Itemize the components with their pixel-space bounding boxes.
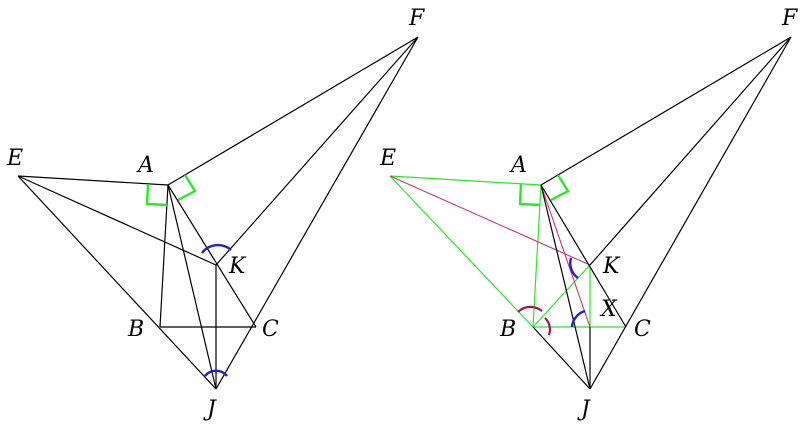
right-label-F: F — [781, 6, 798, 31]
right-label-C: C — [634, 317, 651, 342]
right-segment-AB — [532, 184, 542, 328]
left-angle-arc-K — [201, 243, 232, 254]
right-label-A: A — [509, 153, 527, 178]
left-segment-FK — [215, 36, 419, 266]
left-label-C: C — [262, 317, 279, 342]
right-segment-EB — [389, 175, 534, 328]
right-right-angle-marker-FAC — [550, 174, 570, 202]
left-segment-AB — [159, 184, 169, 328]
right-label-K: K — [602, 254, 621, 279]
right-segment-BK — [532, 264, 591, 328]
left-angle-arc-J — [204, 369, 228, 377]
left-label-A: A — [136, 153, 154, 178]
left-label-J: J — [203, 397, 217, 422]
right-segment-FK — [589, 36, 792, 266]
left-segment-EA — [17, 175, 169, 186]
right-label-J: J — [577, 397, 591, 422]
right-segment-AF — [540, 36, 792, 186]
right-segment-BJ — [532, 326, 591, 390]
right-label-B: B — [499, 317, 516, 342]
right-angle-arc-K — [569, 257, 579, 279]
left-segment-AF — [167, 36, 419, 186]
right-green-segments — [389, 175, 626, 328]
left-black-segments — [17, 36, 419, 390]
left-right-angle-marker-FAC — [177, 174, 197, 202]
right-segment-AJ — [540, 184, 591, 390]
right-figure: E A F K X B C J — [379, 6, 798, 422]
right-segment-FJ — [589, 36, 792, 390]
left-label-E: E — [6, 146, 23, 171]
left-segment-EK — [17, 175, 217, 266]
left-label-B: B — [127, 317, 144, 342]
right-black-segments — [532, 36, 792, 390]
right-segment-EK — [389, 175, 591, 266]
right-right-angle-marker-EAB — [518, 183, 541, 207]
left-segment-AC — [167, 184, 257, 328]
right-segment-AC — [540, 184, 627, 328]
left-segment-FJ — [215, 36, 419, 390]
right-angle-arc-B-outer — [517, 305, 543, 313]
right-pink-segments — [389, 175, 591, 328]
right-angle-arc-X — [570, 309, 586, 328]
right-segment-AX — [540, 184, 591, 328]
right-label-E: E — [379, 146, 396, 171]
left-label-F: F — [408, 6, 425, 31]
left-right-angle-marker-EAB — [145, 183, 168, 207]
right-segment-EA — [389, 175, 542, 186]
left-segment-AJ — [167, 184, 217, 390]
left-figure: E A F K B C J — [6, 6, 425, 422]
left-label-K: K — [228, 254, 247, 279]
right-angle-arc-B-inner — [544, 317, 552, 336]
right-label-X: X — [599, 297, 618, 322]
left-segment-EJ — [17, 175, 217, 390]
